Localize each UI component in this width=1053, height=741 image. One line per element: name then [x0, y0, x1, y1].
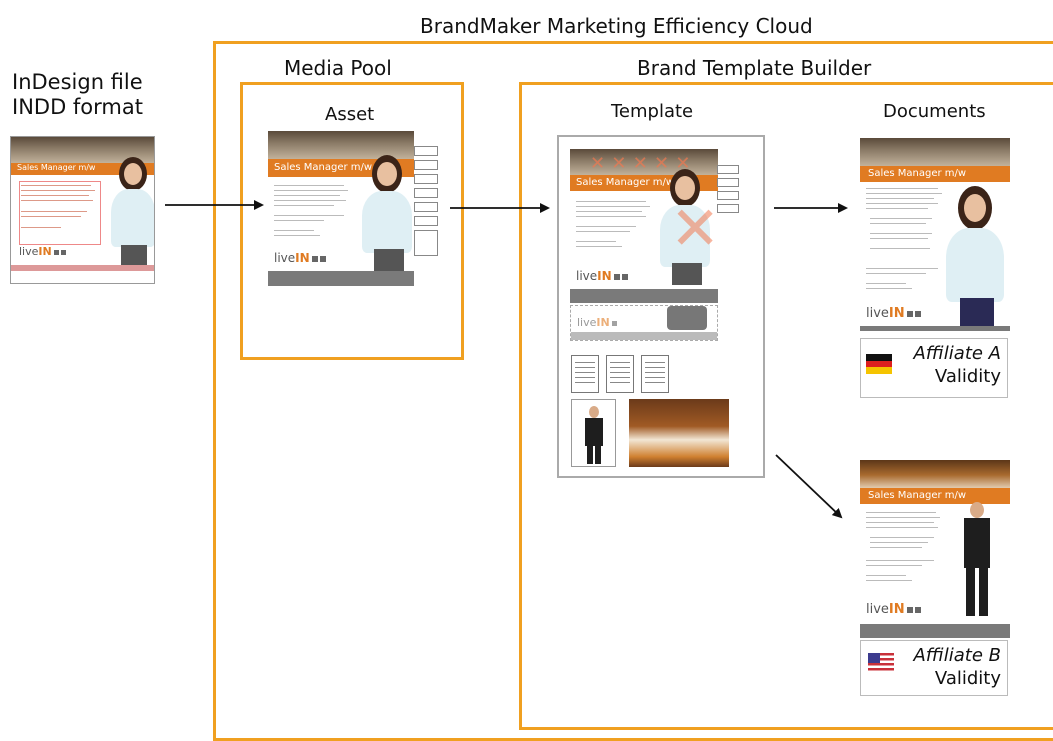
template-variant-strip: liveIN — [570, 305, 718, 341]
cloud-title: BrandMaker Marketing Efficiency Cloud — [420, 14, 813, 38]
flyer-logo: liveIN — [576, 269, 628, 283]
brand-template-builder-frame — [519, 82, 1053, 730]
asset-thumbnail: Sales Manager m/w liveIN — [268, 131, 414, 286]
flyer-heading: Sales Manager m/w — [860, 488, 1010, 504]
document-affiliate-b: Sales Manager m/w liveIN — [860, 460, 1010, 638]
source-label-line1: InDesign file — [12, 70, 143, 94]
indesign-file-thumbnail: Sales Manager m/w liveIN — [10, 136, 155, 284]
validity-panel-affiliate-a: Affiliate A Validity — [860, 338, 1008, 398]
flyer-logo: liveIN — [274, 251, 326, 265]
affiliate-name: Affiliate A — [913, 343, 1001, 364]
asset-label: Asset — [325, 104, 375, 125]
validity-panel-affiliate-b: Affiliate B Validity — [860, 640, 1008, 696]
flyer-heading: Sales Manager m/w — [11, 163, 154, 175]
validity-label: Validity — [934, 668, 1001, 689]
document-affiliate-a: Sales Manager m/w liveIN — [860, 138, 1010, 331]
flyer-logo: liveIN — [19, 245, 66, 258]
affiliate-name: Affiliate B — [913, 645, 1001, 666]
media-pool-frame — [240, 82, 464, 360]
usa-flag-icon — [868, 653, 894, 673]
source-label-line2: INDD format — [12, 95, 143, 119]
businessman-image-option — [571, 399, 616, 467]
text-block-icon — [571, 355, 599, 393]
validity-label: Validity — [934, 366, 1001, 387]
flyer-logo: liveIN — [577, 316, 617, 329]
arrow-template-to-document-b — [775, 454, 843, 519]
template-label: Template — [611, 101, 694, 122]
hotel-bedroom-image-option — [629, 399, 729, 467]
template-container: ✕ ✕ ✕ ✕ ✕ Sales Manager m/w ✕ liveIN liv… — [557, 135, 765, 478]
flyer-logo: liveIN — [866, 306, 921, 321]
flyer-heading: Sales Manager m/w — [860, 166, 1010, 182]
documents-label: Documents — [883, 101, 986, 122]
germany-flag-icon — [866, 354, 892, 374]
flyer-logo: liveIN — [866, 602, 921, 617]
text-block-icon — [606, 355, 634, 393]
template-master-page: ✕ ✕ ✕ ✕ ✕ Sales Manager m/w ✕ liveIN — [570, 149, 718, 303]
text-block-icon — [641, 355, 669, 393]
brand-template-builder-title: Brand Template Builder — [637, 56, 872, 80]
media-pool-title: Media Pool — [284, 56, 392, 80]
